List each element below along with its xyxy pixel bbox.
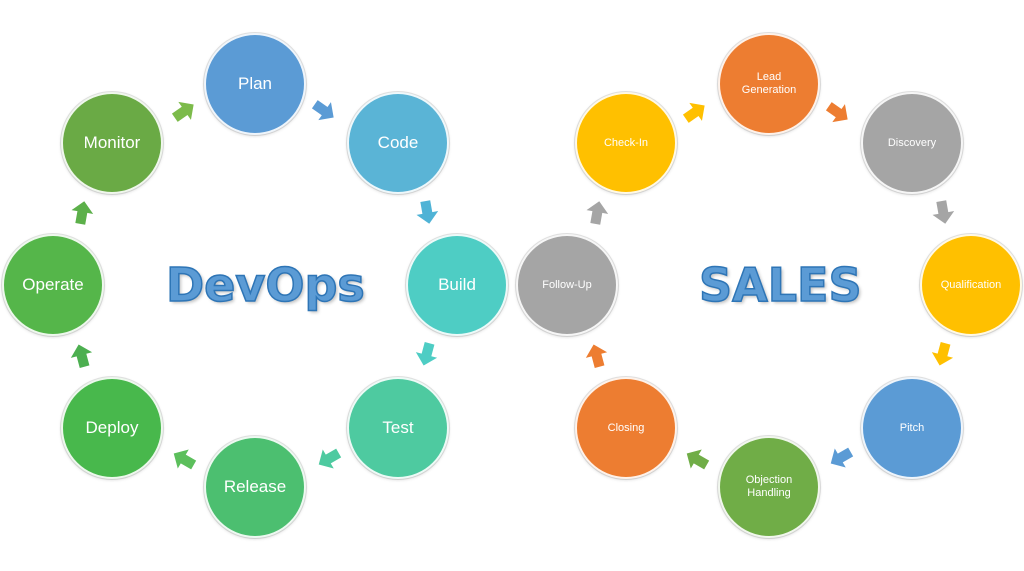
node-label: Closing [607, 421, 645, 434]
node-label: Lead Generation [741, 71, 797, 96]
node-operate: Operate [2, 234, 104, 336]
node-code: Code [347, 92, 449, 194]
node-monitor: Monitor [61, 92, 163, 194]
node-label: Plan [237, 74, 273, 94]
arrow-checkin-lead [679, 96, 711, 128]
arrow-qualification-pitch [929, 340, 957, 369]
node-follow-up: Follow-Up [516, 234, 618, 336]
node-discovery: Discovery [861, 92, 963, 194]
node-build: Build [406, 234, 508, 336]
arrow-release-deploy [168, 443, 200, 475]
node-label: Check-In [603, 136, 649, 149]
sales-title: SALES [698, 257, 862, 313]
node-label: Follow-Up [542, 278, 592, 291]
arrow-test-release [313, 443, 345, 475]
node-label: Discovery [887, 136, 937, 149]
arrow-operate-monitor [69, 199, 96, 226]
arrow-objection-closing [681, 443, 713, 475]
devops-title: DevOps [165, 257, 365, 313]
node-label: Monitor [83, 133, 141, 153]
node-label: Qualification [940, 278, 1002, 291]
arrow-discovery-qualification [930, 199, 957, 226]
node-release: Release [204, 436, 306, 538]
node-label: Build [438, 275, 476, 295]
node-label: Operate [22, 275, 84, 295]
node-pitch: Pitch [861, 377, 963, 479]
node-label: Pitch [899, 421, 925, 434]
node-check-in: Check-In [575, 92, 677, 194]
arrow-closing-followup [583, 341, 611, 370]
node-label: Test [382, 418, 414, 438]
node-label: Objection Handling [745, 474, 793, 499]
arrow-followup-checkin [584, 199, 611, 226]
node-qualification: Qualification [920, 234, 1022, 336]
arrow-build-test [413, 340, 441, 369]
node-lead-generation: Lead Generation [718, 33, 820, 135]
arrow-monitor-plan [168, 95, 200, 127]
node-label: Deploy [85, 418, 139, 438]
node-plan: Plan [204, 33, 306, 135]
node-label: Code [377, 133, 419, 153]
node-objection-handling: Objection Handling [718, 436, 820, 538]
node-deploy: Deploy [61, 377, 163, 479]
arrow-deploy-operate [68, 341, 96, 370]
node-label: Release [223, 477, 287, 497]
arrow-code-build [414, 199, 441, 226]
arrow-lead-discovery [822, 97, 854, 129]
arrow-plan-code [308, 95, 340, 127]
node-test: Test [347, 377, 449, 479]
arrow-pitch-objection [825, 442, 857, 474]
node-closing: Closing [575, 377, 677, 479]
